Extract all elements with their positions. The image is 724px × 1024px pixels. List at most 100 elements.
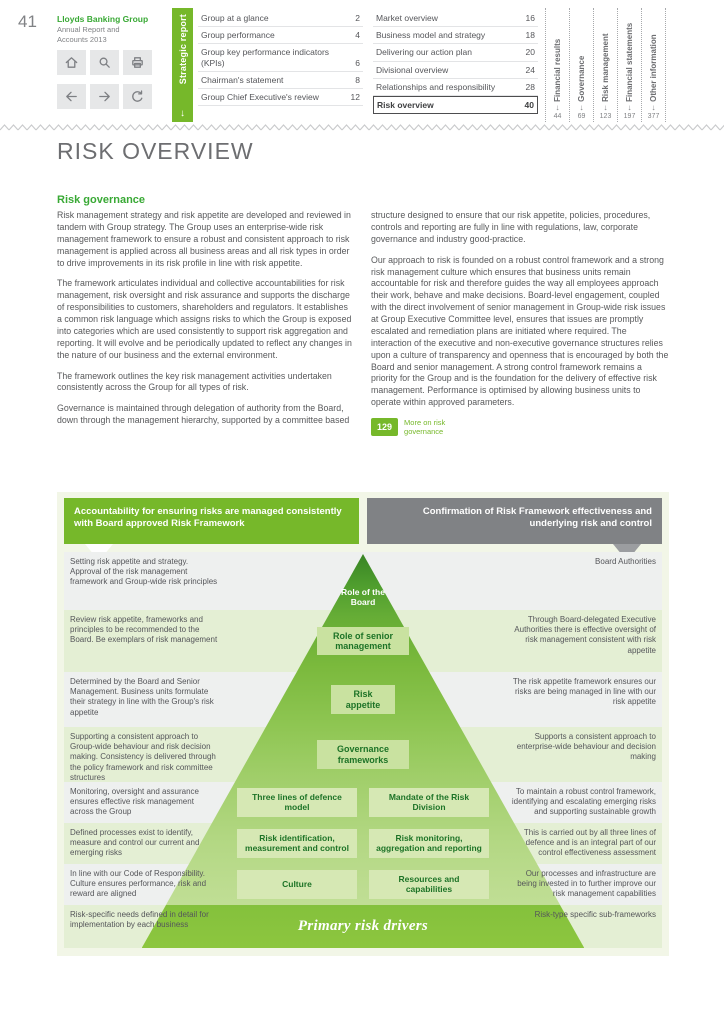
down-arrow-icon: ↓ [555,102,560,112]
print-icon [132,57,143,68]
diagram-header-left: Accountability for ensuring risks are ma… [64,498,359,544]
annotation-right: Our processes and infrastructure are bei… [517,869,656,899]
toc-item-page: 40 [524,99,534,110]
header: 41 Lloyds Banking Group Annual Report an… [0,0,724,128]
pyramid-box-label: Mandate of the Risk Division [368,788,489,817]
toc-item-page: 24 [525,64,535,75]
tab-strategic-report[interactable]: Strategic report ↓ [172,8,193,122]
toc-item-page: 18 [525,30,535,41]
side-tab-other-information[interactable]: Other information ↓ 377 [641,8,665,122]
side-tab-page: 377 [647,112,660,120]
toc-column-2: Market overview 16 Business model and st… [373,10,538,115]
pyramid-box-label: Culture [236,870,357,899]
diagram-row-board: Setting risk appetite and strategy. Appr… [64,552,662,610]
toc-item-business-model-and-strategy[interactable]: Business model and strategy 18 [373,27,538,45]
side-tab-page: 197 [623,112,636,120]
paragraph: Our approach to risk is founded on a rob… [371,254,669,408]
toc-item-label: Delivering our action plan [376,47,472,58]
pyramid-level-label: Role of senior management [316,626,409,656]
annotation-right: Through Board-delegated Executive Author… [514,615,656,655]
side-tab-label: Other information [648,34,658,102]
search-icon [99,57,110,68]
toc-item-label: Group key performance indicators (KPIs) [201,47,330,68]
side-tab-risk-management[interactable]: Risk management ↓ 123 [593,8,617,122]
back-button[interactable] [57,84,86,109]
annotation-right: The risk appetite framework ensures our … [512,677,656,707]
body-column-2: structure designed to ensure that our ri… [371,210,669,437]
side-tab-page: 123 [599,112,612,120]
annotation-right: Supports a consistent approach to enterp… [516,732,656,762]
side-tab-governance[interactable]: Governance ↓ 69 [569,8,593,122]
toc-item-group-chief-executives-review[interactable]: Group Chief Executive's review 12 [198,89,363,107]
side-tab-financial-results[interactable]: Financial results ↓ 44 [545,8,569,122]
toc-item-market-overview[interactable]: Market overview 16 [373,10,538,28]
toc-item-chairmans-statement[interactable]: Chairman's statement 8 [198,72,363,89]
pyramid-box-label: Risk monitoring, aggregation and reporti… [368,829,489,858]
pyramid-level: Role of senior management [225,610,500,672]
diagram-banners: Accountability for ensuring risks are ma… [64,498,662,544]
toc-item-page: 16 [525,13,535,23]
diagram-header-right: Confirmation of Risk Framework effective… [367,498,662,544]
zigzag-divider [0,124,724,131]
annotation-left: Determined by the Board and Senior Manag… [70,677,214,717]
annotation-left: Defined processes exist to identify, mea… [70,828,200,858]
toc-item-label: Business model and strategy [376,30,486,41]
side-tab-label: Financial results [552,38,562,102]
down-arrow-icon: ↓ [627,102,632,112]
annotation-right: Board Authorities [595,557,656,566]
annotation-right: Risk-type specific sub-frameworks [534,910,656,919]
annotation-left: Monitoring, oversight and assurance ensu… [70,787,199,817]
arrow-left-icon [66,91,77,102]
more-reference: 129 More on risk governance [371,418,669,437]
diagram-row-culture: In line with our Code of Responsibility.… [64,864,662,905]
brand: Lloyds Banking Group Annual Report and A… [57,14,148,45]
toc-item-page: 8 [355,74,360,85]
pyramid-level: Risk appetite [225,672,500,727]
side-tab-financial-statements[interactable]: Financial statements ↓ 197 [617,8,641,122]
side-tab-page: 69 [577,112,586,120]
tab-strategic-report-label: Strategic report [177,14,188,85]
down-arrow-icon: ↓ [603,102,608,112]
paragraph: The framework outlines the key risk mana… [57,370,332,393]
section-side-tabs: Financial results ↓ 44 Governance ↓ 69 R… [545,8,666,122]
risk-framework-diagram: Accountability for ensuring risks are ma… [57,492,669,956]
toc-item-group-at-a-glance[interactable]: Group at a glance 2 [198,10,363,28]
diagram-row-three-lines: Monitoring, oversight and assurance ensu… [64,782,662,823]
annotation-right: This is carried out by all three lines o… [523,828,656,858]
home-icon [65,57,78,68]
toc-item-risk-overview-active[interactable]: Risk overview 40 [373,95,538,115]
page-reference-badge[interactable]: 129 [371,418,399,437]
brand-name: Lloyds Banking Group [57,14,149,24]
toc-item-page: 6 [355,57,360,68]
paragraph: Risk management strategy and risk appeti… [57,210,351,268]
toc-item-page: 28 [525,81,535,92]
paragraph: Governance is maintained through delegat… [57,403,350,426]
pyramid-level [225,905,500,948]
pyramid-box-label: Three lines of defence model [236,788,357,817]
paragraph: The framework articulates individual and… [57,278,352,360]
nav-icons [57,50,152,118]
toc-item-label: Chairman's statement [201,74,284,85]
toc-item-relationships-and-responsibility[interactable]: Relationships and responsibility 28 [373,79,538,96]
toc-item-page: 12 [350,91,360,102]
toc-item-label: Market overview [376,13,438,23]
side-tab-label: Risk management [600,33,610,102]
toc-item-delivering-our-action-plan[interactable]: Delivering our action plan 20 [373,44,538,62]
search-button[interactable] [90,50,119,75]
brand-subtitle: Annual Report and Accounts 2013 [57,25,148,45]
print-button[interactable] [123,50,152,75]
brand-subtitle-line2: Accounts 2013 [57,34,107,44]
page-number: 41 [18,12,37,31]
refresh-button[interactable] [123,84,152,109]
home-button[interactable] [57,50,86,75]
diagram-row-senior-management: Review risk appetite, frameworks and pri… [64,610,662,672]
toc-item-divisional-overview[interactable]: Divisional overview 24 [373,62,538,79]
annotation-left: Review risk appetite, frameworks and pri… [70,615,218,645]
annotation-right: To maintain a robust control framework, … [511,787,656,817]
pyramid-box-label: Risk identification, measurement and con… [236,829,357,858]
page-reference-label: More on risk governance [404,418,446,437]
forward-button[interactable] [90,84,119,109]
down-arrow-icon: ↓ [651,102,656,112]
toc-item-group-performance[interactable]: Group performance 4 [198,27,363,45]
toc-item-group-kpis[interactable]: Group key performance indicators (KPIs) … [198,44,363,72]
